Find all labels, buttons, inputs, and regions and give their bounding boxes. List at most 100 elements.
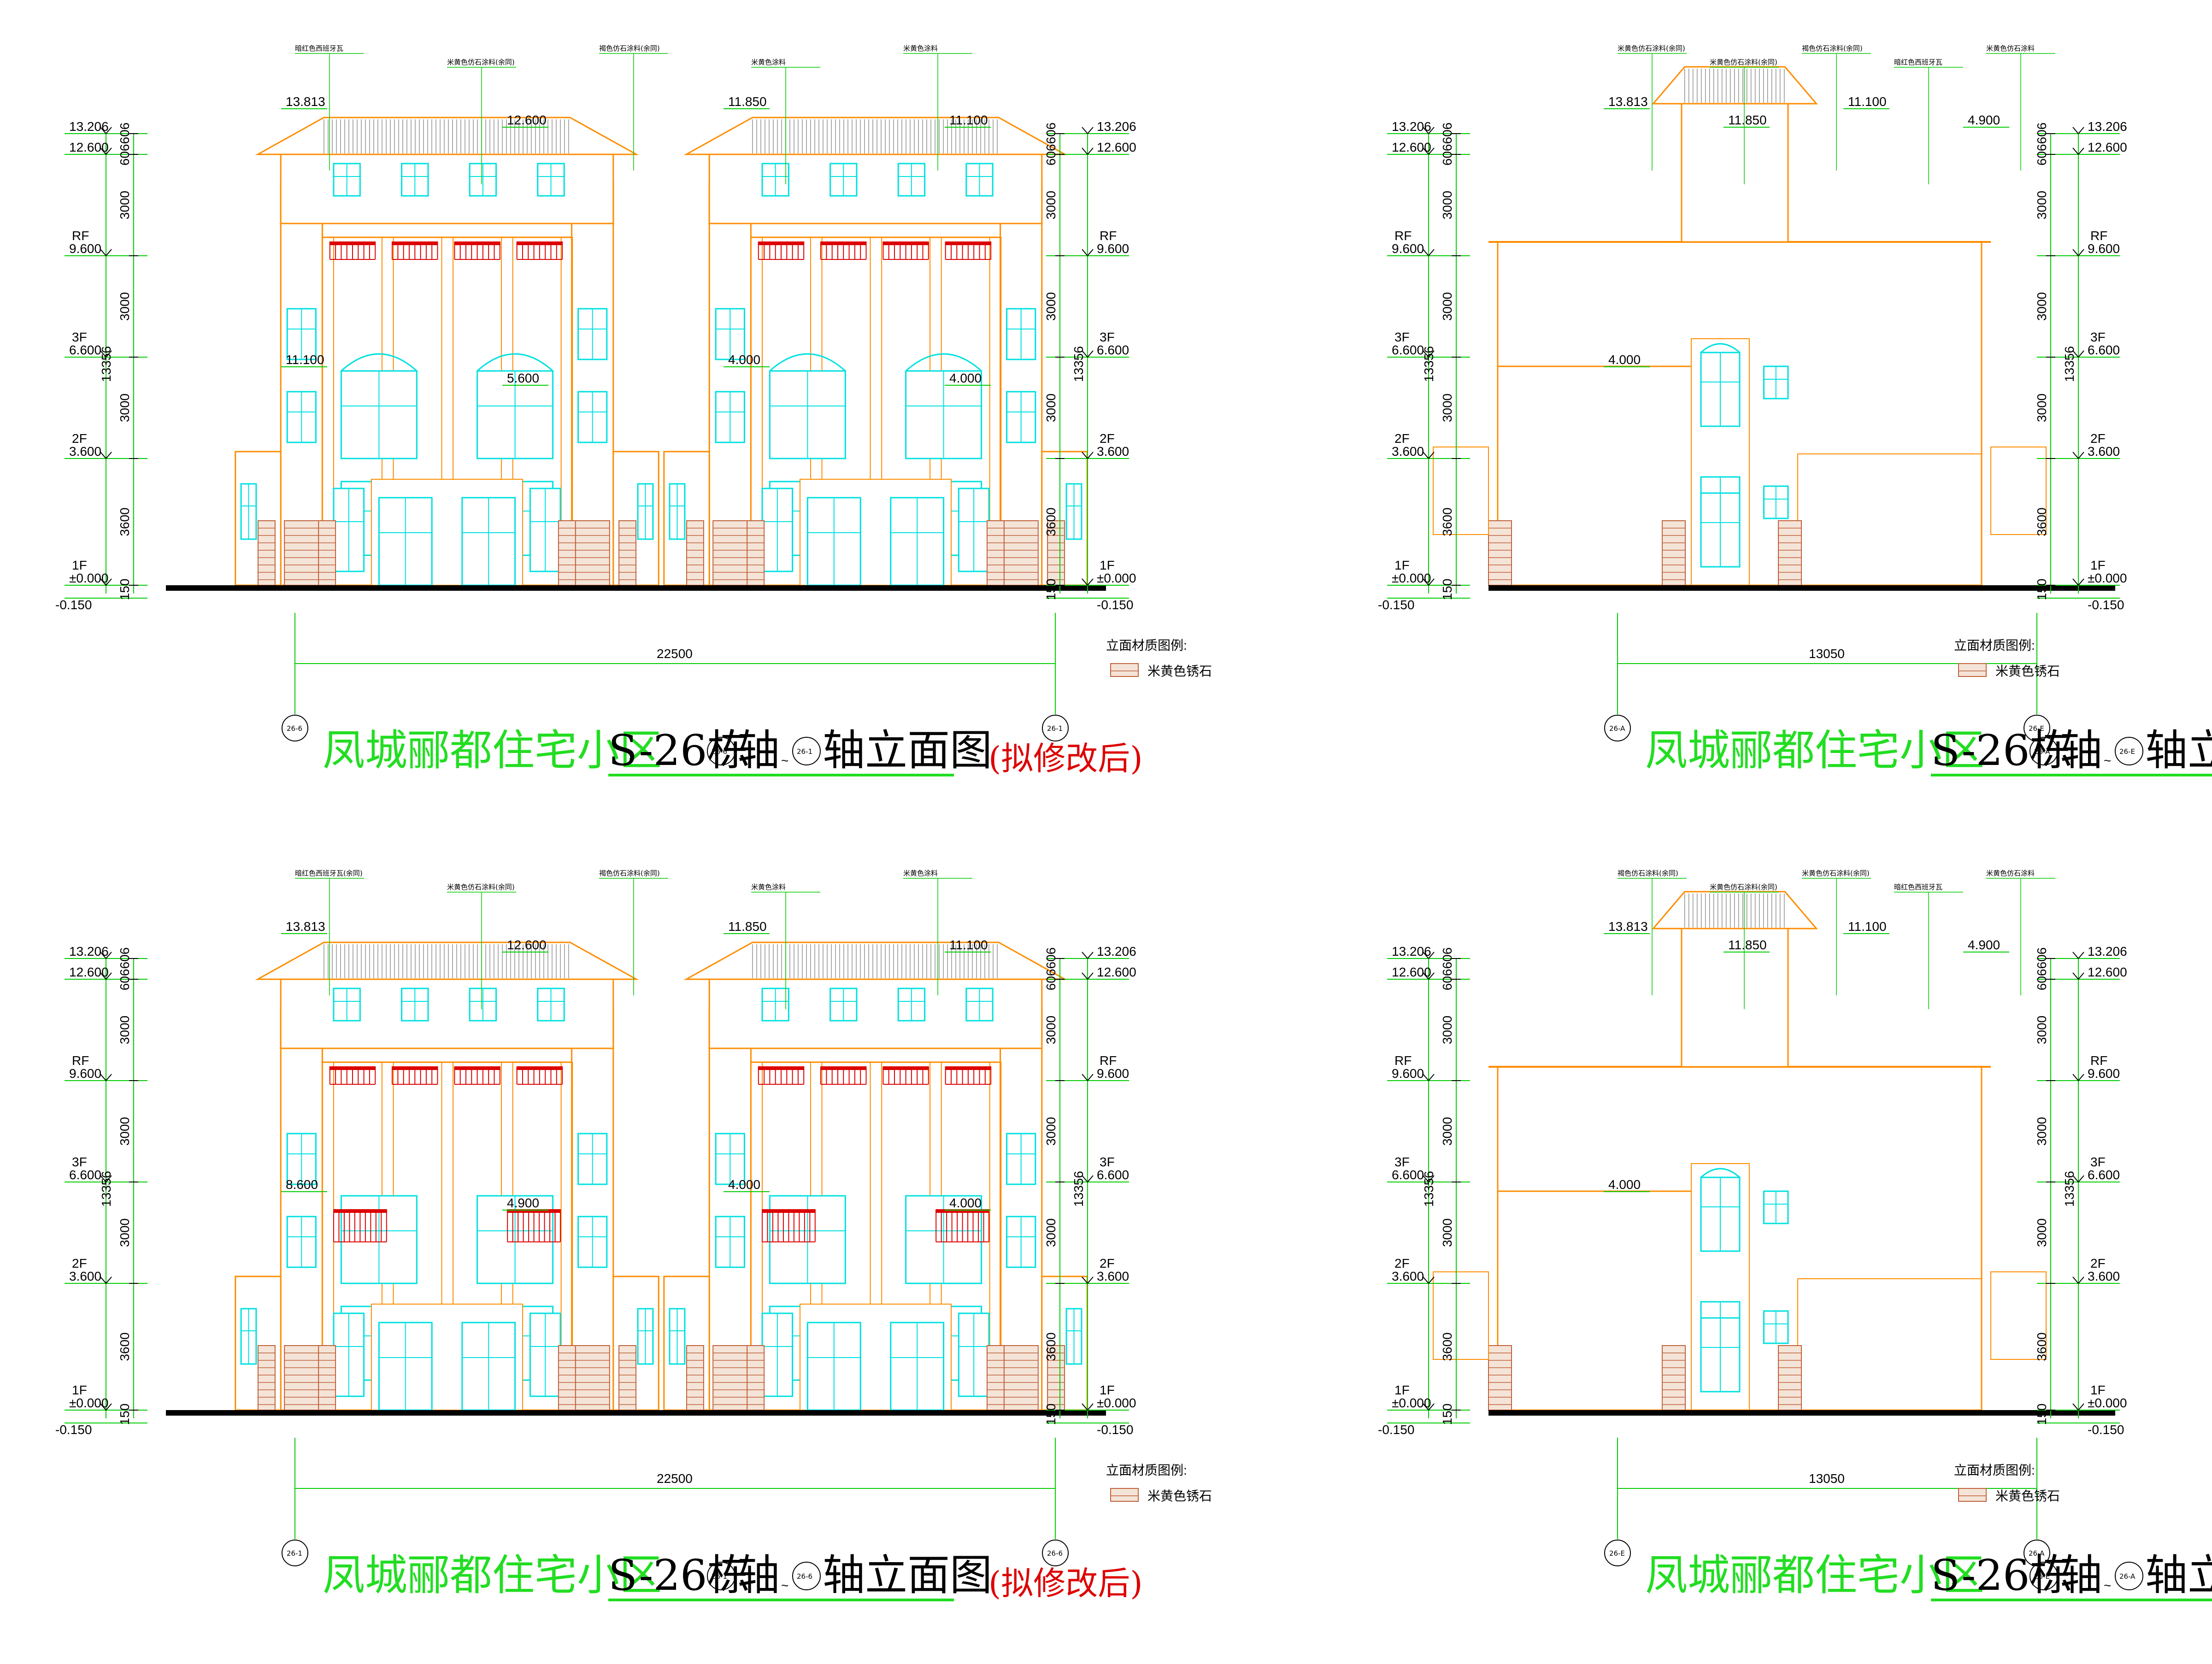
level-mark — [100, 452, 112, 459]
title-building: S-26栋 — [608, 726, 750, 775]
storey-height: 3000 — [2035, 292, 2049, 321]
level-name: 3F — [72, 1155, 87, 1169]
axis-label: 26-A — [2034, 747, 2050, 756]
title-tail: 轴立面图 — [2145, 726, 2212, 775]
stone-pier — [1778, 520, 1802, 586]
level-mark — [1082, 452, 1094, 459]
elev-label: 4.000 — [728, 1177, 760, 1192]
window-arch — [1700, 343, 1741, 353]
storey-height: 3000 — [1440, 292, 1454, 321]
material-note: 暗红色西班牙瓦(余同) — [295, 869, 363, 877]
level-value: 12.600 — [2088, 965, 2127, 979]
tower-wall — [1000, 181, 1043, 586]
window-arch — [905, 353, 982, 372]
level-mark — [100, 350, 112, 358]
level-name: 3F — [1100, 330, 1115, 344]
storey-height: 3000 — [1044, 292, 1058, 321]
axis-label: 26-6 — [712, 747, 727, 756]
level-value: 12.600 — [69, 140, 109, 154]
level-mark — [1082, 1175, 1094, 1183]
level-mark — [2072, 1276, 2084, 1284]
level-value: 12.600 — [1097, 965, 1136, 979]
legend-title: 立面材质图例: — [1106, 1463, 1187, 1477]
elev-label: 11.100 — [1848, 919, 1887, 934]
level-name: RF — [1100, 229, 1117, 243]
storey-height: 606606 — [1044, 123, 1058, 165]
level-mark — [1082, 147, 1094, 155]
stone-pier — [986, 1345, 1005, 1411]
level-name: 1F — [72, 558, 87, 572]
level-value: -0.150 — [1097, 598, 1133, 612]
material-note: 米黄色仿石涂料(余同) — [1710, 58, 1777, 66]
storey-height: 3600 — [1044, 507, 1058, 536]
legend-title: 立面材质图例: — [1954, 638, 2035, 653]
title-building: S-26栋 — [1931, 726, 2072, 775]
level-mark — [1082, 578, 1094, 586]
title-axis-word: 轴 — [2060, 726, 2102, 775]
level-value: 3.600 — [1097, 444, 1129, 459]
level-mark — [100, 147, 112, 155]
level-mark — [2072, 127, 2084, 135]
level-name: RF — [2090, 1053, 2107, 1068]
level-value: 3.600 — [2088, 444, 2120, 459]
axis-bubble — [2024, 715, 2050, 741]
title-tilde: ~ — [2104, 753, 2111, 768]
storey-height: 606606 — [2035, 123, 2049, 165]
roof-outline — [1652, 891, 1818, 929]
stone-pier — [575, 520, 610, 586]
stone-pier — [712, 1345, 748, 1411]
level-value: -0.150 — [2088, 598, 2124, 612]
level-value: 3.600 — [1392, 1269, 1424, 1283]
elev-label: 11.850 — [1728, 938, 1767, 952]
storey-height: 3000 — [2035, 191, 2049, 219]
level-value: 13.206 — [2088, 119, 2127, 134]
level-name: RF — [1394, 1053, 1412, 1068]
stone-pier — [986, 520, 1005, 586]
material-note: 米黄色仿石涂料 — [1986, 44, 2035, 53]
stone-pier — [1958, 1488, 1987, 1502]
axis-label: 26-E — [2034, 1572, 2050, 1581]
material-note: 米黄色仿石涂料(余同) — [1802, 869, 1870, 877]
level-mark — [1082, 249, 1094, 257]
level-value: 6.600 — [1097, 343, 1129, 357]
total-height: 13356 — [1422, 1171, 1436, 1207]
elev-label: 13.813 — [1608, 919, 1648, 934]
title-axis-word: 轴 — [737, 1551, 780, 1600]
elev-label: 4.000 — [1608, 353, 1641, 367]
axis-label: 26-6 — [797, 1572, 812, 1581]
level-mark — [100, 127, 112, 135]
level-name: RF — [72, 229, 89, 243]
elev-label: 4.000 — [1608, 1177, 1641, 1192]
level-value: 3.600 — [1097, 1269, 1129, 1283]
elevation-front: 13.20612.6009.600RF6.6003F3.6002F±0.0001… — [55, 44, 1212, 777]
elevation-rear: 13.20612.6009.600RF6.6003F3.6002F±0.0001… — [55, 869, 1212, 1602]
storey-height: 3000 — [118, 292, 132, 321]
storey-height: 3000 — [118, 191, 132, 219]
level-name: RF — [2090, 229, 2107, 243]
level-value: 9.600 — [1392, 241, 1424, 256]
roof-outline — [255, 117, 639, 155]
level-value: 3.600 — [69, 1269, 101, 1283]
level-name: 2F — [1394, 431, 1410, 446]
roof-outline — [683, 117, 1068, 155]
level-name: 3F — [72, 330, 87, 344]
storey-height: 150 — [118, 579, 132, 600]
level-value: 13.206 — [1097, 944, 1136, 958]
axis-label: 26-1 — [712, 1572, 727, 1581]
stone-pier — [618, 520, 636, 586]
level-name: 3F — [1394, 330, 1410, 344]
stone-pier — [686, 520, 704, 586]
level-value: -0.150 — [55, 1423, 92, 1437]
level-mark — [1423, 452, 1435, 459]
stone-pier — [747, 1345, 765, 1411]
storey-height: 3000 — [1440, 1016, 1454, 1044]
storey-height: 606606 — [1440, 123, 1454, 165]
axis-bubble — [282, 1540, 308, 1566]
material-note: 褐色仿石涂料(余同) — [1618, 869, 1678, 877]
level-mark — [100, 952, 112, 959]
material-note: 暗红色西班牙瓦 — [1894, 58, 1942, 66]
level-value: 12.600 — [1392, 140, 1431, 154]
level-value: 3.600 — [69, 444, 101, 459]
axis-bubble — [2115, 737, 2143, 765]
